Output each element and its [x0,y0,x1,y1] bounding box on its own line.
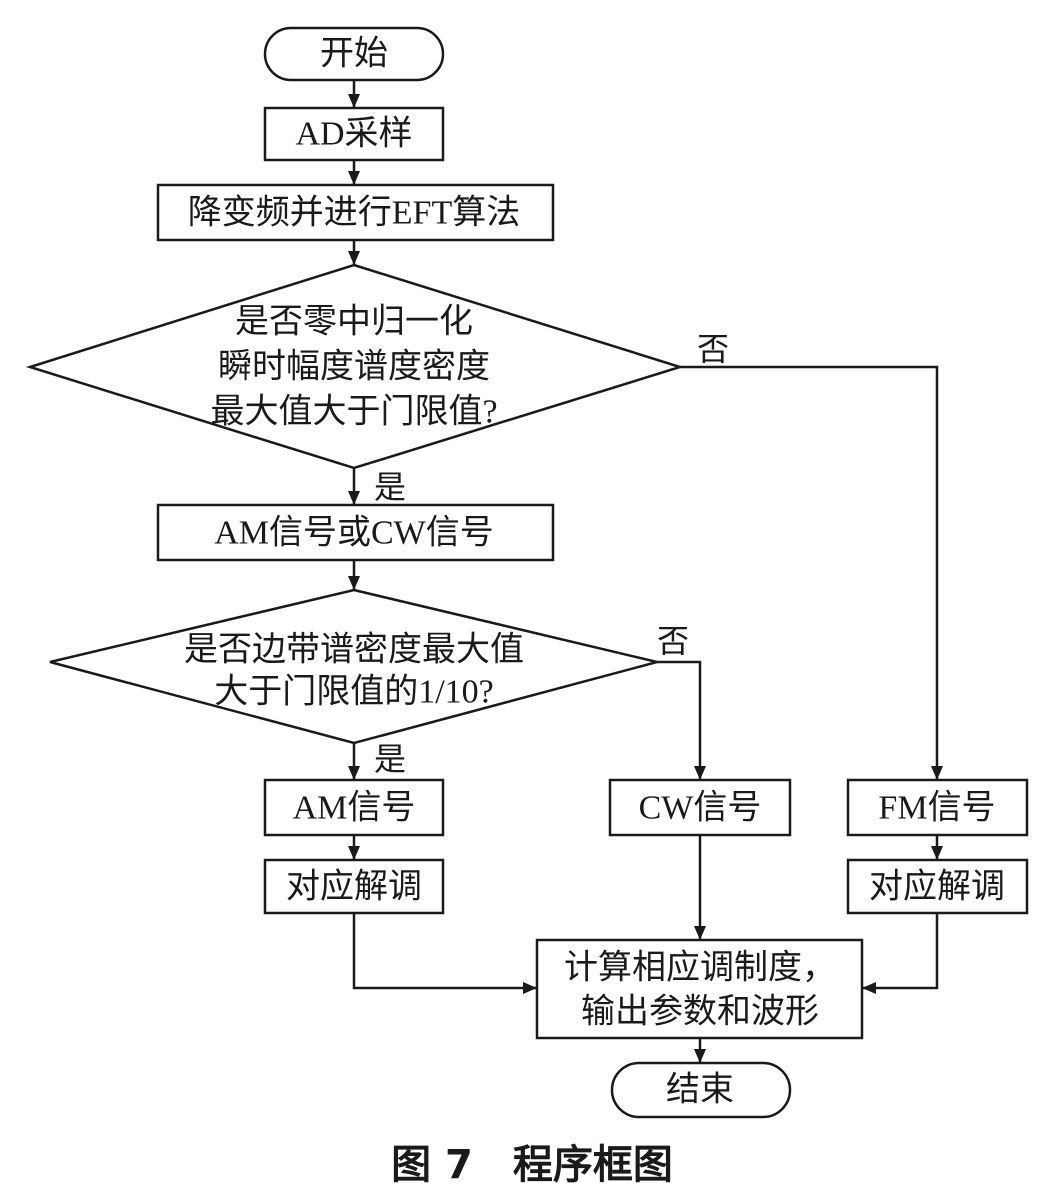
fm-signal-node: FM信号 [846,778,1029,837]
downconvert-node: 降变频并进行EFT算法 [156,183,555,242]
start-label: 开始 [320,35,388,73]
calc-line1: 计算相应调制度， [564,949,836,987]
downconvert-label: 降变频并进行EFT算法 [188,194,520,232]
calc-node: 计算相应调制度， 输出参数和波形 [535,938,864,1040]
am-or-cw-node: AM信号或CW信号 [156,503,555,562]
am-demod-label: 对应解调 [286,868,422,906]
am-or-cw-label: AM信号或CW信号 [214,514,494,552]
end-label: 结束 [666,1071,734,1109]
calc-line2: 输出参数和波形 [581,993,819,1031]
connector-decision2-no-to-cw [657,660,706,780]
connector-fm-demod-to-calc [862,913,939,994]
start-node: 开始 [263,26,445,82]
cw-signal-node: CW信号 [608,778,792,837]
cw-signal-label: CW信号 [639,789,762,827]
am-signal-label: AM信号 [293,789,416,827]
fm-demod-node: 对应解调 [846,858,1029,915]
decision2-no-label: 否 [657,623,689,659]
ad-sample-label: AD采样 [295,115,412,153]
fm-signal-label: FM信号 [878,789,995,827]
decision2-yes-label: 是 [374,741,406,777]
decision1-line3: 最大值大于门限值? [210,393,497,431]
decision2-line2: 大于门限值的1/10? [214,673,494,711]
decision1-node: 是否零中归一化 瞬时幅度谱度密度 最大值大于门限值? [25,263,685,470]
ad-sample-node: AD采样 [263,106,445,162]
decision1-line2: 瞬时幅度谱度密度 [218,348,490,386]
fm-demod-label: 对应解调 [869,868,1005,906]
am-demod-node: 对应解调 [263,858,445,915]
decision1-line1: 是否零中归一化 [235,303,473,341]
figure-caption: 图 7 程序框图 [391,1142,673,1188]
connector-decision1-no-to-fm [680,365,943,780]
decision1-yes-label: 是 [374,469,406,505]
decision2-node: 是否边带谱密度最大值 大于门限值的1/10? [49,588,658,745]
connector-am-demod-to-calc [352,913,537,994]
end-node: 结束 [610,1061,792,1119]
decision1-no-label: 否 [697,331,729,367]
am-signal-node: AM信号 [263,778,445,837]
decision2-line1: 是否边带谱密度最大值 [184,631,524,669]
